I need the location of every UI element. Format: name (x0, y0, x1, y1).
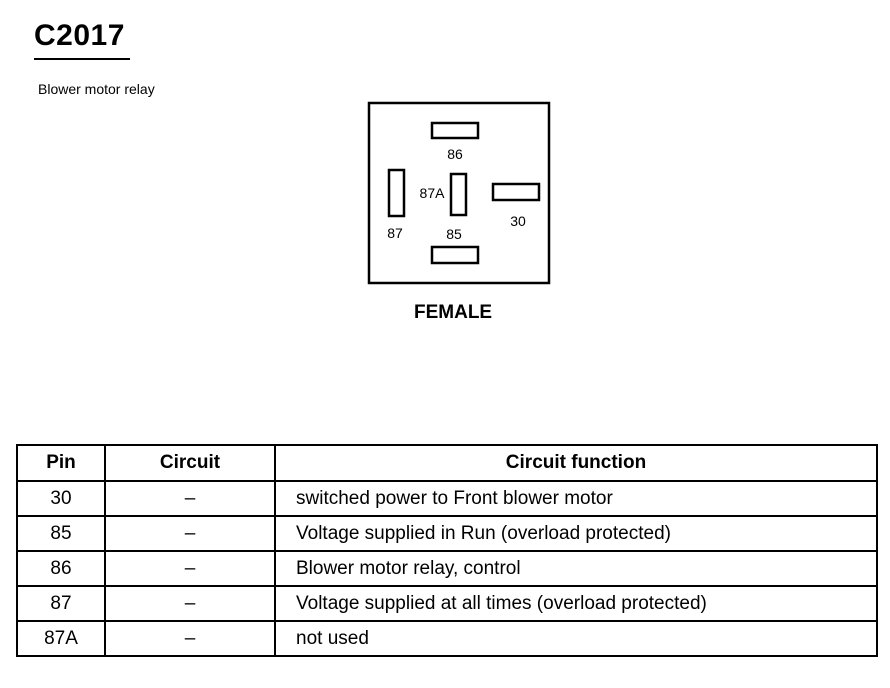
function-cell: Voltage supplied in Run (overload protec… (274, 515, 878, 552)
table-row: 30 – switched power to Front blower moto… (16, 480, 878, 517)
terminal-85-slot (430, 245, 480, 265)
pin-cell: 85 (16, 515, 106, 552)
pin-cell: 30 (16, 480, 106, 517)
connector-description: Blower motor relay (38, 81, 155, 97)
terminal-86-label: 86 (447, 146, 463, 162)
table-header-row: Pin Circuit Circuit function (16, 444, 878, 482)
table-row: 87 – Voltage supplied at all times (over… (16, 585, 878, 622)
function-cell: switched power to Front blower motor (274, 480, 878, 517)
circuit-cell: – (104, 550, 276, 587)
terminal-30-slot (491, 182, 541, 202)
title-underline (34, 58, 130, 60)
function-cell: not used (274, 620, 878, 657)
table-row: 87A – not used (16, 620, 878, 657)
terminal-85-label: 85 (446, 226, 462, 242)
pinout-table: Pin Circuit Circuit function 30 – switch… (16, 444, 878, 657)
circuit-cell: – (104, 480, 276, 517)
circuit-cell: – (104, 585, 276, 622)
terminal-86-slot (430, 121, 480, 140)
pin-cell: 86 (16, 550, 106, 587)
function-cell: Blower motor relay, control (274, 550, 878, 587)
header-circuit: Circuit (104, 444, 276, 482)
terminal-87-slot (387, 168, 406, 218)
terminal-87a-slot (449, 172, 468, 217)
header-pin: Pin (16, 444, 106, 482)
connector-housing-outline (367, 101, 551, 285)
header-circuit-function: Circuit function (274, 444, 878, 482)
pin-cell: 87 (16, 585, 106, 622)
terminal-87-label: 87 (387, 225, 403, 241)
connector-title: C2017 (34, 19, 125, 52)
circuit-cell: – (104, 515, 276, 552)
pin-cell: 87A (16, 620, 106, 657)
function-cell: Voltage supplied at all times (overload … (274, 585, 878, 622)
terminal-87a-label: 87A (420, 185, 446, 201)
connector-gender-label: FEMALE (414, 302, 493, 323)
table-row: 86 – Blower motor relay, control (16, 550, 878, 587)
terminal-30-label: 30 (510, 213, 526, 229)
circuit-cell: – (104, 620, 276, 657)
table-row: 85 – Voltage supplied in Run (overload p… (16, 515, 878, 552)
